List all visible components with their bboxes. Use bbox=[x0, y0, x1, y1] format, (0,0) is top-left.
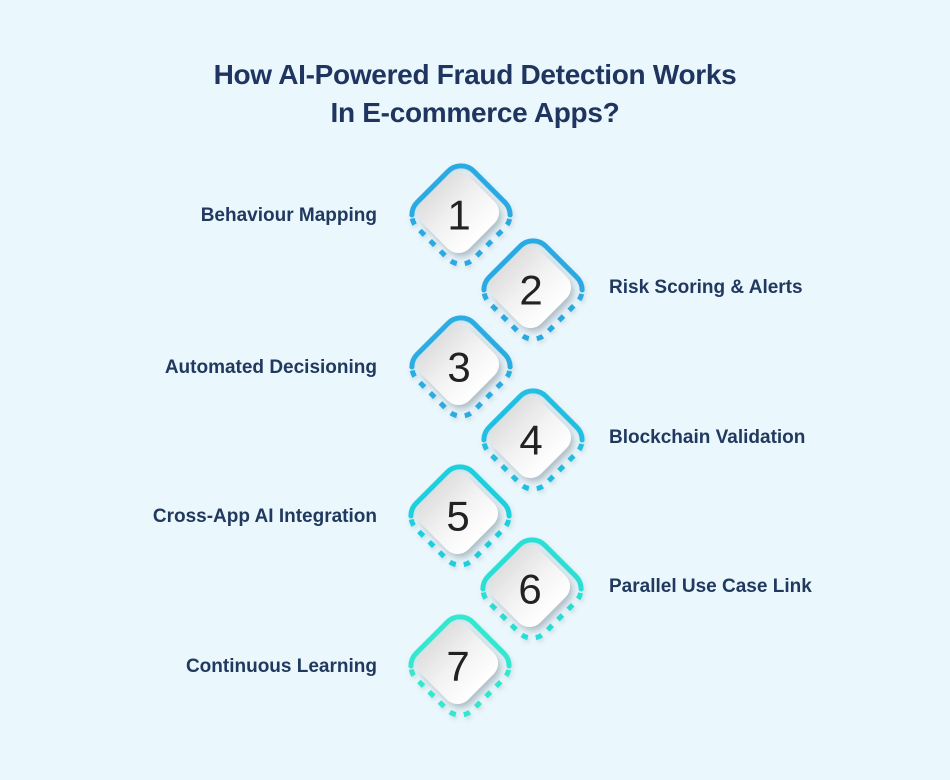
step-label: Automated Decisioning bbox=[164, 357, 377, 378]
step-number: 4 bbox=[519, 417, 542, 464]
step-1: 1 bbox=[391, 145, 531, 285]
diamond-face bbox=[489, 546, 570, 627]
step-label: Continuous Learning bbox=[185, 656, 377, 677]
step-label: Risk Scoring & Alerts bbox=[609, 277, 803, 298]
step-diamond: 1 bbox=[409, 163, 513, 267]
diamond-face bbox=[490, 397, 571, 478]
diamond-outline-solid bbox=[481, 238, 585, 293]
step-label: Parallel Use Case Link bbox=[609, 576, 812, 597]
step-label: Blockchain Validation bbox=[609, 427, 806, 448]
step-number: 3 bbox=[447, 344, 470, 391]
step-number: 1 bbox=[447, 192, 470, 239]
step-label: Behaviour Mapping bbox=[200, 205, 377, 226]
step-diamond: 4 bbox=[481, 388, 585, 492]
step-number: 6 bbox=[518, 566, 541, 613]
diamond-face bbox=[418, 324, 499, 405]
title-line-2: In E-commerce Apps? bbox=[330, 97, 620, 128]
step-6: 6 bbox=[462, 519, 602, 659]
step-number: 7 bbox=[446, 643, 469, 690]
diamond-outline-solid bbox=[409, 163, 513, 218]
step-3: 3 bbox=[391, 297, 531, 437]
diamond-outline-solid bbox=[408, 464, 512, 519]
step-label: Cross-App AI Integration bbox=[152, 506, 377, 527]
step-diamond: 6 bbox=[480, 537, 584, 641]
step-number: 5 bbox=[446, 493, 469, 540]
diamond-face bbox=[417, 623, 498, 704]
step-4: 4 bbox=[463, 370, 603, 510]
diamond-face bbox=[417, 473, 498, 554]
step-2: 2 bbox=[463, 220, 603, 360]
step-diamond: 2 bbox=[481, 238, 585, 342]
diamond-outline-solid bbox=[408, 614, 512, 669]
step-7: 7 bbox=[390, 596, 530, 736]
step-diamond: 7 bbox=[408, 614, 512, 718]
step-number: 2 bbox=[519, 267, 542, 314]
step-5: 5 bbox=[390, 446, 530, 586]
page-title: How AI-Powered Fraud Detection Works In … bbox=[0, 56, 950, 132]
step-diamond: 3 bbox=[409, 315, 513, 419]
diamond-outline-solid bbox=[481, 388, 585, 443]
diamond-outline-solid bbox=[409, 315, 513, 370]
diamond-outline-solid bbox=[480, 537, 584, 592]
title-line-1: How AI-Powered Fraud Detection Works bbox=[213, 59, 737, 90]
diamond-face bbox=[418, 172, 499, 253]
step-diamond: 5 bbox=[408, 464, 512, 568]
diamond-face bbox=[490, 247, 571, 328]
